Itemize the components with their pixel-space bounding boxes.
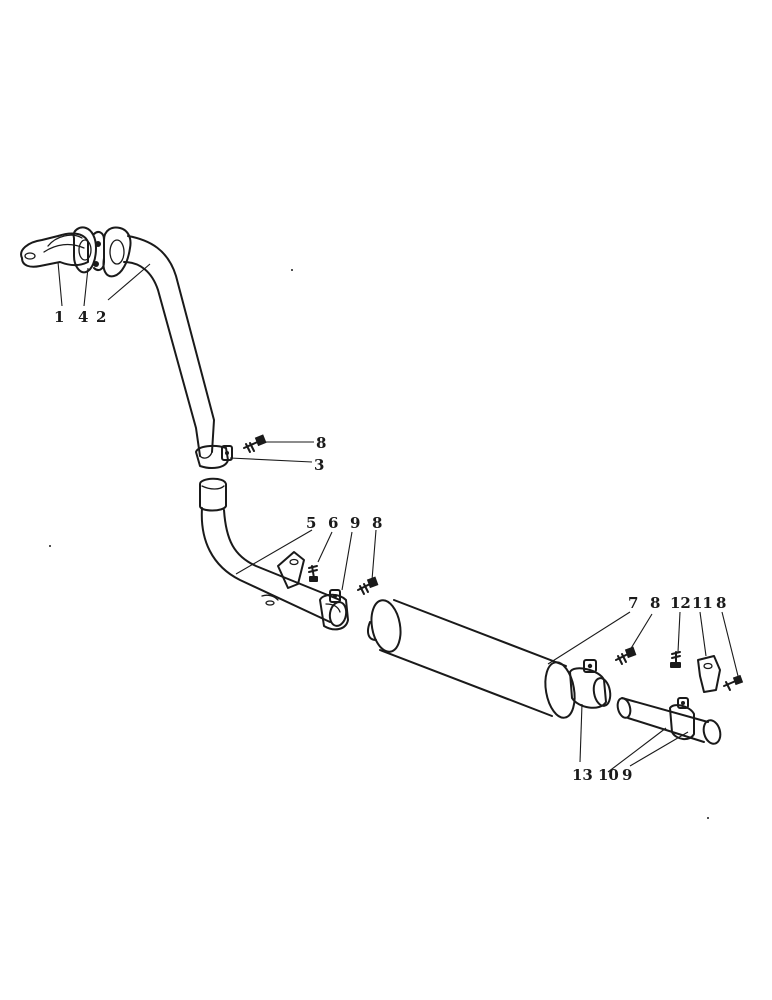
bolt-bracket (308, 565, 318, 582)
bolt-mid (357, 576, 379, 595)
callout-7: 7 (628, 594, 638, 612)
bolt-upper (243, 434, 267, 453)
callout-8-right: 8 (650, 594, 660, 612)
callout-labels: 1 4 2 8 3 5 6 9 8 7 8 12 11 8 13 10 9 (54, 308, 726, 784)
intermediate-pipe (199, 477, 348, 627)
callout-9-low: 9 (622, 766, 632, 784)
callout-3: 3 (314, 456, 324, 474)
bolt-far-right (723, 674, 744, 691)
callout-12: 12 (670, 594, 691, 612)
callout-11: 11 (692, 594, 713, 612)
callout-8-far: 8 (716, 594, 726, 612)
bolt-vertical (670, 651, 681, 668)
callout-6: 6 (328, 514, 338, 532)
callout-5: 5 (306, 514, 316, 532)
callout-4: 4 (78, 308, 88, 326)
leader-lines (57, 261, 739, 773)
callout-9-mid: 9 (350, 514, 360, 532)
callout-13: 13 (572, 766, 593, 784)
manifold-flange (20, 232, 89, 268)
callout-10: 10 (598, 766, 619, 784)
callout-8-top: 8 (316, 434, 326, 452)
front-downpipe (123, 235, 215, 459)
front-pipe-flange (102, 226, 132, 278)
pipe-clamp-upper (195, 444, 233, 469)
print-specks (49, 269, 709, 819)
silencer (367, 599, 576, 719)
tailpipe-clamp (669, 697, 695, 740)
callout-1: 1 (54, 308, 64, 326)
callout-2: 2 (96, 308, 106, 326)
bolt-silencer (615, 646, 637, 665)
hanger-bracket (277, 551, 305, 589)
pipe-clamp-mid (319, 589, 349, 631)
silencer-outlet-clamp (569, 659, 612, 709)
callout-8-mid: 8 (372, 514, 382, 532)
tailpipe (616, 697, 722, 745)
tailpipe-bracket (697, 655, 721, 693)
